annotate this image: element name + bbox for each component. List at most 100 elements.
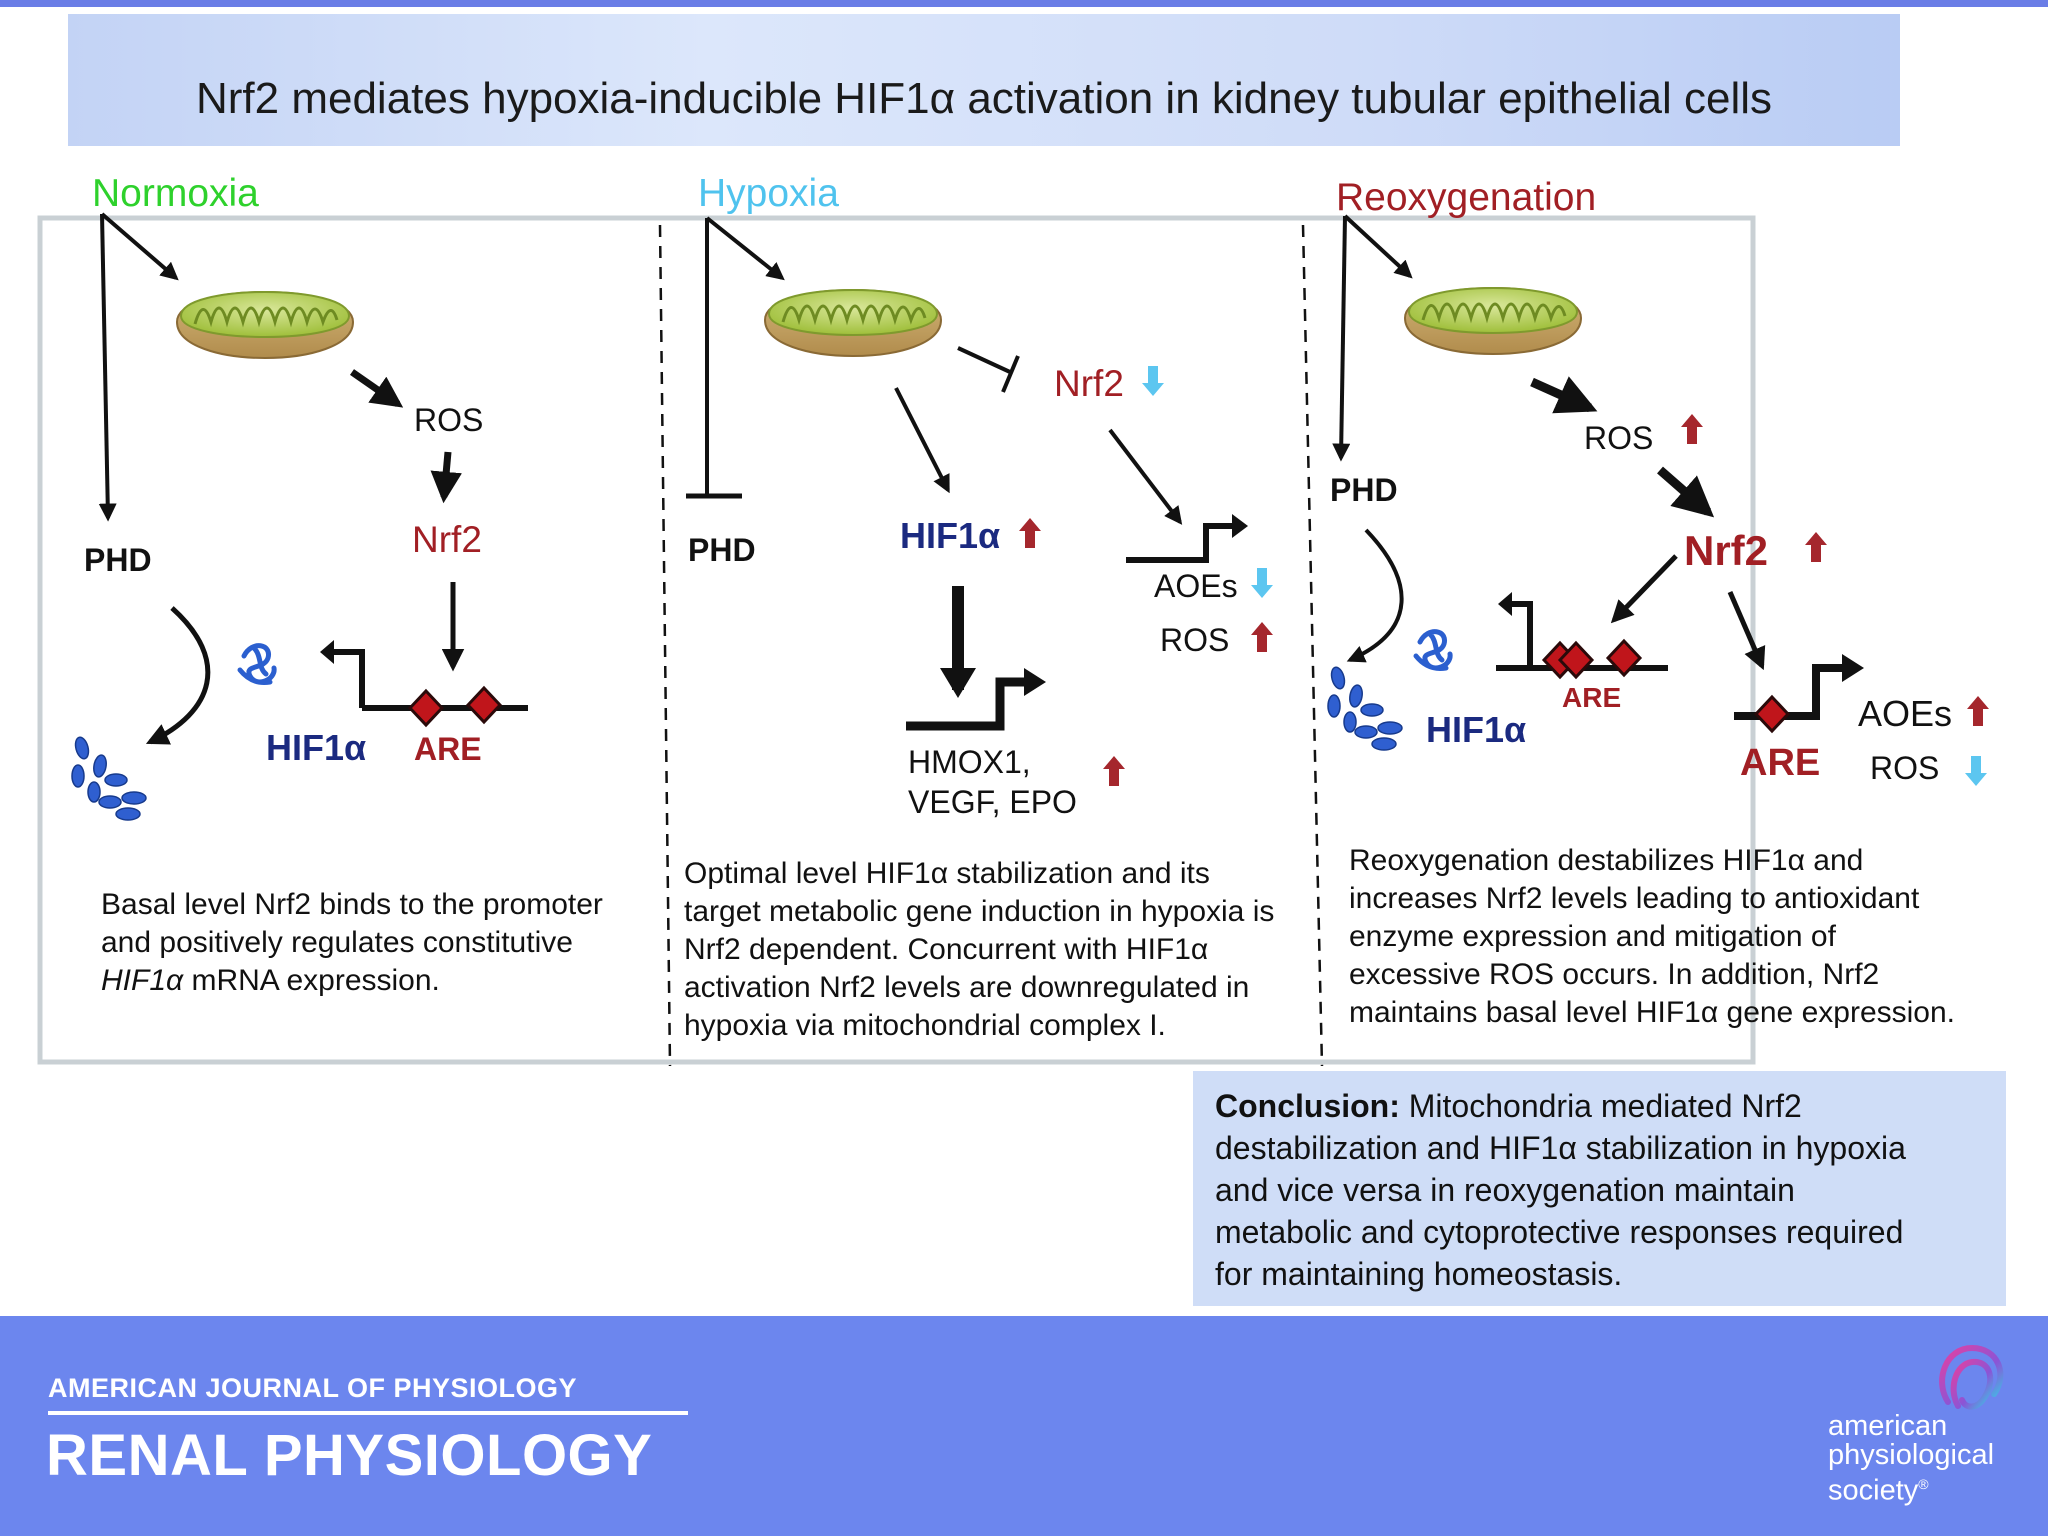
conclusion-box: Conclusion: Mitochondria mediated Nrf2 d…: [1193, 1071, 2006, 1306]
hypoxia-hif-to-targets-head: [940, 668, 976, 698]
hypoxia-nrf2-down-arrow: [1142, 366, 1164, 396]
hypoxia-targets-up-arrow: [1103, 756, 1125, 786]
normoxia-nrf2-label: Nrf2: [412, 519, 482, 560]
reoxy-degraded-ovals: [1327, 665, 1403, 751]
divider-left: [658, 224, 672, 1067]
reoxy-phd-label: PHD: [1330, 472, 1398, 508]
hypoxia-aoes-down-arrow: [1251, 568, 1273, 598]
hypoxia-desc-line-2: target metabolic gene induction in hypox…: [684, 895, 1275, 928]
reoxy-aoes-label: AOEs: [1858, 693, 1953, 734]
page-title: Nrf2 mediates hypoxia-inducible HIF1α ac…: [195, 74, 1772, 123]
reoxy-hif-promoter-head: [1498, 592, 1512, 616]
hypoxia-phd-label: PHD: [688, 532, 756, 568]
hypoxia-aoes-promoter: [1126, 523, 1232, 563]
reoxy-oxygen-to-phd: [1332, 215, 1351, 462]
reoxy-ros2-label: ROS: [1870, 750, 1940, 786]
hypoxia-target-promoter-head: [1024, 668, 1046, 696]
reoxy-are-large-label: ARE: [1740, 742, 1821, 784]
normoxia-are-diamond-1: [408, 689, 444, 727]
title-banner: Nrf2 mediates hypoxia-inducible HIF1α ac…: [68, 14, 1900, 146]
reoxy-hif-fragment: [1416, 632, 1450, 669]
normoxia-degraded-ovals: [71, 735, 147, 821]
reoxy-aoes-up-arrow: [1967, 696, 1989, 726]
conclusion-line-1: Conclusion: Mitochondria mediated Nrf2: [1215, 1085, 1906, 1127]
journal-divider: [48, 1411, 688, 1415]
hypoxia-desc-line-1: Optimal level HIF1α stabilization and it…: [684, 857, 1210, 890]
hypoxia-aoes-promoter-head: [1232, 514, 1248, 538]
hypoxia-mitochondrion: [763, 288, 943, 358]
hypoxia-desc-line-4: activation Nrf2 levels are downregulated…: [684, 971, 1250, 1004]
hypoxia-mito-inhibit-nrf2: [957, 346, 1011, 374]
hypoxia-ros-label: ROS: [1160, 622, 1230, 658]
reoxy-nrf2-label: Nrf2: [1684, 527, 1769, 574]
normoxia-description: Basal level Nrf2 binds to the promoter a…: [101, 886, 603, 1000]
reoxy-ros-up-arrow: [1681, 414, 1703, 444]
normoxia-are-diamond-2: [466, 686, 502, 724]
normoxia-promoter: [334, 649, 528, 711]
reoxy-ros-to-nrf2: [1657, 466, 1715, 518]
reoxygenation-title: Reoxygenation: [1336, 176, 1597, 219]
hypoxia-targets-line-2: VEGF, EPO: [908, 784, 1077, 820]
hypoxia-mito-to-hif: [894, 387, 950, 494]
reoxy-oxygen-to-mito: [1343, 214, 1413, 279]
hypoxia-title: Hypoxia: [698, 172, 839, 215]
reoxy-desc-line-3: enzyme expression and mitigation of: [1349, 920, 1836, 953]
society-line-3: society®: [1828, 1470, 1994, 1506]
society-line-1: american: [1828, 1410, 1948, 1442]
reoxy-mitochondrion: [1403, 286, 1583, 356]
hypoxia-description: Optimal level HIF1α stabilization and it…: [684, 855, 1274, 1045]
normoxia-graphics: [71, 212, 528, 821]
hypoxia-nrf2-block-bar: [1001, 355, 1020, 393]
normoxia-mito-to-ros: [350, 369, 404, 408]
hypoxia-desc-line-3: Nrf2 dependent. Concurrent with HIF1α: [684, 933, 1209, 966]
normoxia-hif-fragment: [240, 646, 274, 683]
normoxia-desc-tail: mRNA expression.: [183, 964, 440, 997]
conclusion-label: Conclusion:: [1215, 1088, 1400, 1124]
normoxia-hif1a-label: HIF1α: [266, 727, 367, 768]
normoxia-mitochondrion: [175, 290, 355, 360]
reoxy-hif1a-label: HIF1α: [1426, 709, 1527, 750]
reoxy-aoes-are-diamond: [1754, 695, 1790, 733]
normoxia-phd-degrade: [145, 606, 211, 745]
reoxy-desc-line-4: excessive ROS occurs. In addition, Nrf2: [1349, 958, 1880, 991]
reoxy-mito-to-ros: [1530, 376, 1598, 414]
hypoxia-graphics: [686, 216, 1273, 786]
journal-section: RENAL PHYSIOLOGY: [46, 1423, 653, 1488]
reoxy-nrf2-to-aoes-are: [1727, 591, 1766, 671]
reoxygenation-graphics: [1327, 214, 1989, 786]
hypoxia-hif1a-label: HIF1α: [900, 515, 1001, 556]
hypoxia-nrf2-to-aoes: [1108, 428, 1183, 525]
reoxy-nrf2-up-arrow: [1805, 532, 1827, 562]
society-name: american physiological society®: [1828, 1412, 1994, 1506]
hypoxia-targets-line-1: HMOX1,: [908, 744, 1031, 780]
reoxy-phd-degrade: [1346, 528, 1404, 663]
conclusion-line-1-text: Mitochondria mediated Nrf2: [1399, 1088, 1802, 1124]
society-line-2: physiological: [1828, 1439, 1995, 1471]
reoxy-desc-line-2: increases Nrf2 levels leading to antioxi…: [1349, 882, 1920, 915]
normoxia-phd-label: PHD: [84, 542, 152, 578]
normoxia-are-label: ARE: [414, 731, 482, 767]
normoxia-desc-gene: HIF1α: [101, 964, 184, 997]
conclusion-text: Conclusion: Mitochondria mediated Nrf2 d…: [1215, 1085, 1906, 1295]
normoxia-ros-label: ROS: [414, 402, 484, 438]
society-logo-icon: [1939, 1344, 2004, 1410]
hypoxia-desc-line-5: hypoxia via mitochondrial complex I.: [684, 1009, 1166, 1042]
divider-right: [1301, 224, 1324, 1067]
registered-mark: ®: [1918, 1476, 1929, 1492]
reoxy-desc-line-1: Reoxygenation destabilizes HIF1α and: [1349, 844, 1864, 877]
journal-name: AMERICAN JOURNAL OF PHYSIOLOGY: [48, 1373, 578, 1403]
top-accent-bar: [0, 0, 2048, 7]
normoxia-oxygen-to-mito: [100, 212, 179, 281]
reoxy-desc-line-5: maintains basal level HIF1α gene express…: [1349, 996, 1955, 1029]
hypoxia-target-promoter: [906, 677, 1026, 731]
conclusion-line-3: and vice versa in reoxygenation maintain: [1215, 1172, 1795, 1208]
hypoxia-nrf2-label: Nrf2: [1054, 363, 1124, 404]
normoxia-ros-to-nrf2: [430, 451, 462, 504]
normoxia-desc-line-2: and positively regulates constitutive: [101, 926, 573, 959]
hypoxia-ros-up-arrow: [1251, 622, 1273, 652]
normoxia-oxygen-line: [98, 213, 117, 522]
conclusion-line-2: destabilization and HIF1α stabilization …: [1215, 1130, 1906, 1166]
reoxy-aoes-promoter-head: [1842, 654, 1864, 682]
society-line-3-text: society: [1828, 1474, 1919, 1507]
